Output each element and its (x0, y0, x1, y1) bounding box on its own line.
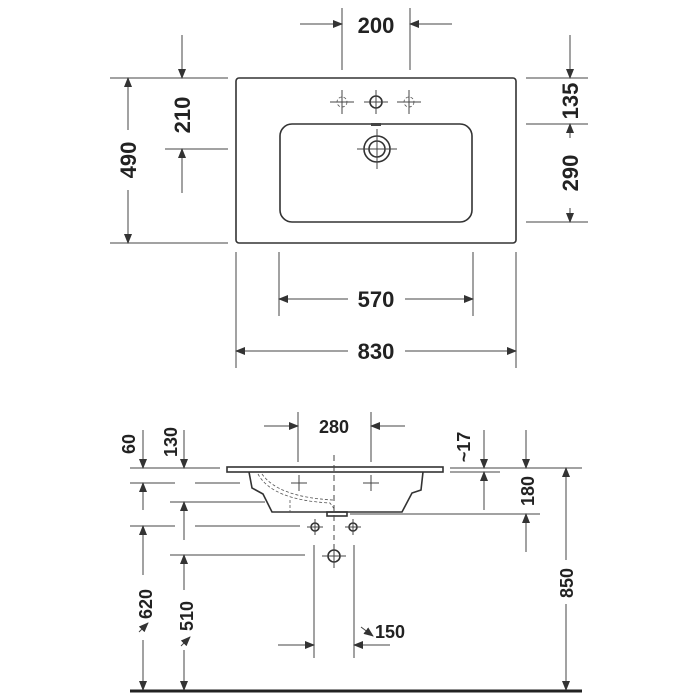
basin-body-side (248, 471, 424, 513)
dim-supply-height: 510 (177, 601, 197, 631)
top-view: 200 490 210 135 290 570 830 (110, 8, 588, 368)
dim-rear-to-bowl: 135 (558, 83, 583, 120)
dim-waste-spacing: 280 (319, 417, 349, 437)
overflow-slot (371, 123, 381, 126)
optional-tap-hole-right-icon (397, 90, 421, 114)
basin-outline-top (235, 77, 517, 244)
dim-rim-offset: ~17 (454, 432, 474, 463)
dim-total-depth: 490 (116, 142, 141, 179)
dim-rim-thickness: 60 (119, 434, 139, 454)
dim-bowl-depth: 290 (558, 155, 583, 192)
supply-hole-left-icon (307, 519, 323, 535)
waste-flange (326, 511, 348, 517)
side-view: 280 60 130 620 510 150 (119, 412, 582, 693)
optional-tap-hole-left-icon (330, 90, 354, 114)
dim-basin-height: 180 (518, 476, 538, 506)
dim-overflow-height: 130 (161, 427, 181, 457)
tap-hole-icon (364, 90, 388, 114)
dim-bowl-width: 570 (358, 287, 395, 312)
supply-hole-right-icon (345, 519, 361, 535)
dim-tap-spacing: 200 (358, 13, 395, 38)
dim-installation-height: 850 (557, 568, 577, 598)
dim-tap-to-waste: 210 (170, 97, 195, 134)
waste-outlet-icon (357, 129, 397, 169)
dim-waste-height: 620 (136, 589, 156, 619)
basin-rim (226, 466, 444, 473)
dim-overall-width: 830 (358, 339, 395, 364)
waste-connection-icon (322, 544, 346, 568)
bowl-outline (279, 123, 473, 223)
dim-supply-spacing: 150 (375, 622, 405, 642)
